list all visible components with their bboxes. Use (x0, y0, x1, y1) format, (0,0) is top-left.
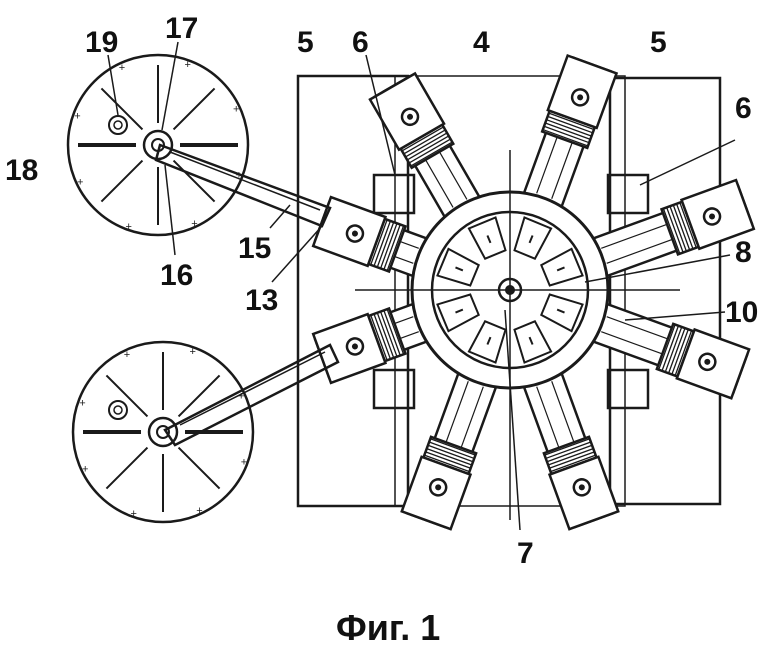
label-4: 4 (473, 26, 490, 59)
arm-3 (590, 180, 753, 282)
arm-1 (370, 73, 485, 220)
label-10: 10 (725, 296, 758, 329)
arm-8 (313, 197, 429, 282)
spool-knob-inner (114, 121, 122, 129)
spool-tick: + (79, 398, 85, 410)
label-18: 18 (5, 154, 38, 187)
spool-tick: + (189, 346, 195, 358)
spool-knob-inner (114, 406, 122, 414)
label-16: 16 (160, 259, 193, 292)
label-5-left: 5 (297, 26, 314, 59)
spool-lower: ++++++++ (73, 342, 253, 522)
spool-tick: + (233, 104, 239, 116)
label-6-left: 6 (352, 26, 369, 59)
spool-tick: + (77, 176, 83, 188)
spool-tick: + (126, 221, 132, 233)
spool-tick: + (241, 456, 247, 468)
arm-2 (518, 56, 616, 210)
guide-block-upper-right (608, 175, 648, 213)
figure-caption: Фиг. 1 (336, 607, 440, 648)
spool-tick: + (82, 463, 88, 475)
spool-tick: + (74, 111, 80, 123)
guide-block-lower-right (608, 370, 648, 408)
label-15: 15 (238, 232, 271, 265)
right-base-plate (610, 78, 720, 504)
label-6-right: 6 (735, 92, 752, 125)
spool-tick: + (196, 505, 202, 517)
spool-upper: ++++++++ (68, 55, 248, 235)
label-13: 13 (245, 284, 278, 317)
hub-center-pin (505, 285, 515, 295)
label-19: 19 (85, 26, 118, 59)
label-5-right: 5 (650, 26, 667, 59)
spool-tick: + (124, 349, 130, 361)
left-base-plate (298, 76, 408, 506)
spool-tick: + (191, 218, 197, 230)
label-8: 8 (735, 236, 752, 269)
spool-tick: + (184, 59, 190, 71)
spool-tick: + (131, 508, 137, 520)
label-17: 17 (165, 12, 198, 45)
spool-tick: + (119, 62, 125, 74)
label-7: 7 (517, 537, 534, 570)
